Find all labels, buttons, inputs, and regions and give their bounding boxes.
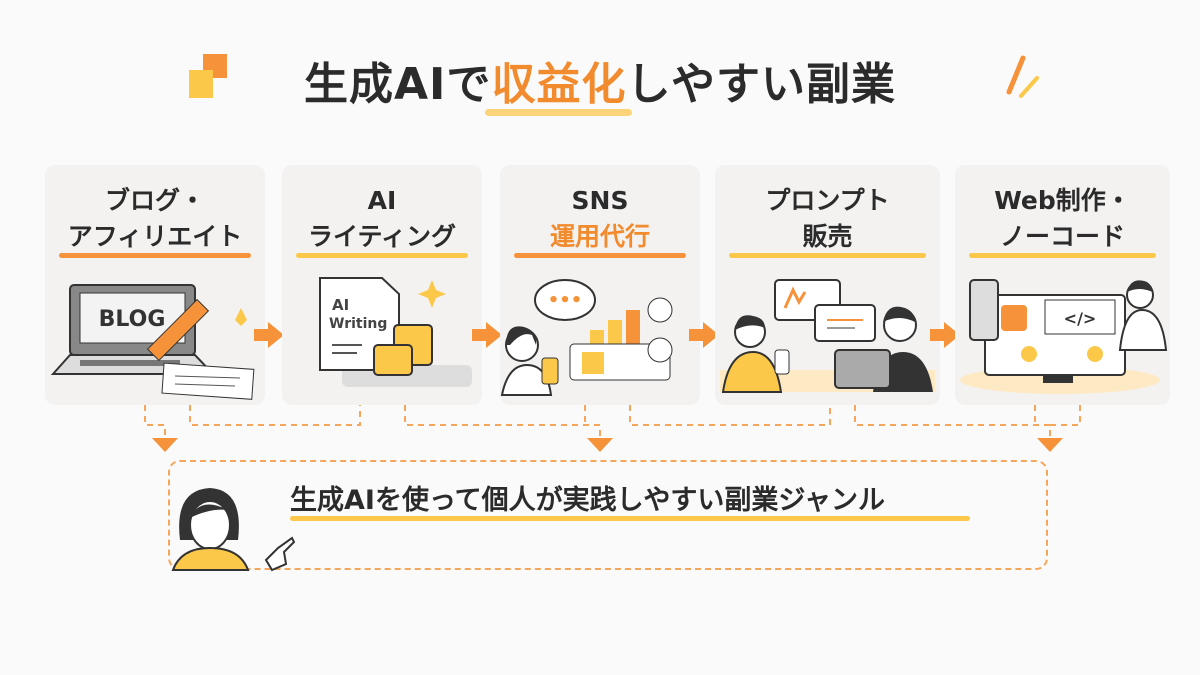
- flow-arrow-icon: [254, 322, 284, 348]
- chat-dots: •••: [548, 290, 583, 311]
- genre-card-web-nocode: Web制作・ノーコード </>: [955, 165, 1170, 405]
- title-part2: しやすい副業: [626, 59, 896, 110]
- summary-box: [168, 460, 1048, 570]
- woman-pointing-illustration: [171, 488, 296, 572]
- genre-card-prompt: プロンプト販売: [715, 165, 940, 405]
- down-arrow-icon: [152, 438, 178, 452]
- title-part1: 生成AIで: [304, 59, 492, 110]
- title-underline: [729, 253, 926, 258]
- title-underline: [59, 253, 251, 258]
- summary-text: 生成AIを使って個人が実践しやすい副業ジャンル: [290, 485, 885, 516]
- ai-writing-document-illustration: AI Writing: [319, 277, 472, 387]
- decorative-squares-icon: [189, 54, 227, 98]
- code-tag-label: </>: [1064, 309, 1097, 328]
- decorative-slash-icon: [1006, 55, 1039, 98]
- down-arrow-icon: [587, 438, 613, 452]
- writing-label: Writing: [329, 316, 387, 332]
- title-underline: [969, 253, 1156, 258]
- sns-person-phone-illustration: •••: [500, 279, 673, 396]
- genre-title: プロンプト販売: [765, 186, 890, 251]
- prompt-sale-people-illustration: [720, 279, 935, 393]
- down-arrow-icon: [1037, 438, 1063, 452]
- page-title: 生成AIで収益化しやすい副業: [0, 48, 1200, 112]
- genre-card-blog: ブログ・アフィリエイト BLOG: [45, 165, 265, 405]
- genre-title: Web制作・ノーコード: [994, 186, 1131, 251]
- ai-label: AI: [332, 296, 349, 314]
- genre-title: ブログ・アフィリエイト: [67, 186, 243, 251]
- web-nocode-illustration: </>: [960, 279, 1168, 394]
- title-underline: [296, 253, 468, 258]
- title-highlight: 収益化: [491, 59, 627, 110]
- title-underline: [514, 253, 686, 258]
- flow-arrow-icon: [472, 322, 502, 348]
- dashed-connectors: [144, 405, 1081, 452]
- summary-underline: [290, 516, 970, 521]
- laptop-pencil-illustration: BLOG: [50, 284, 255, 400]
- blog-label: BLOG: [99, 307, 166, 332]
